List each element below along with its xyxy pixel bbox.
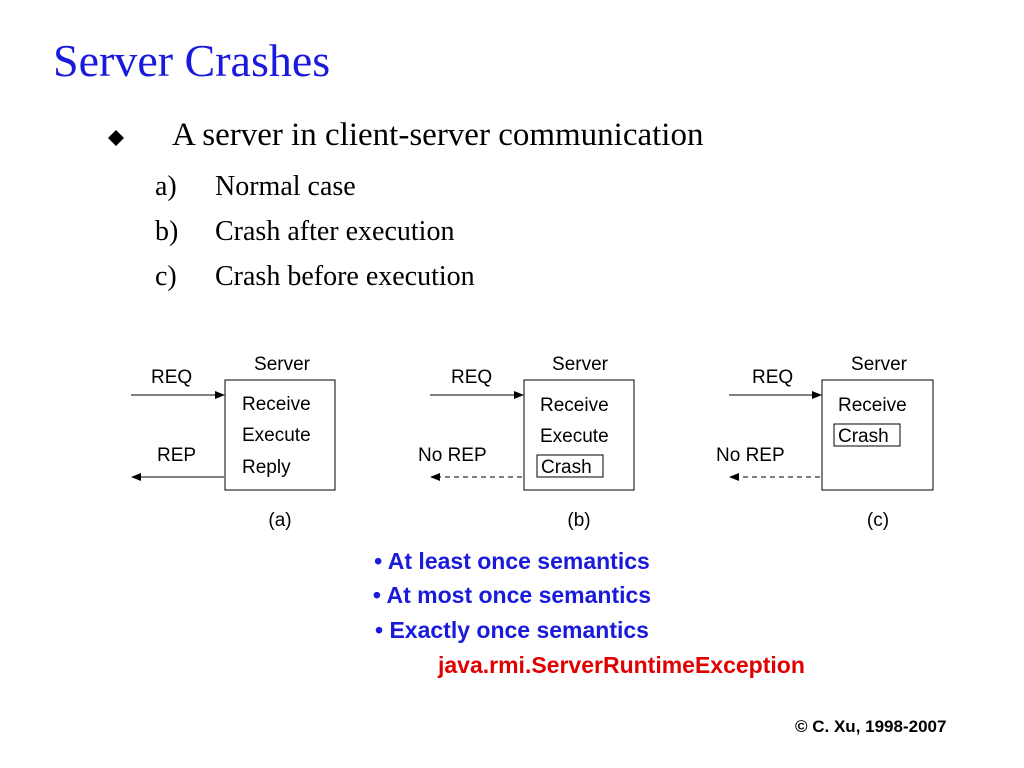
request-label: REQ	[151, 367, 192, 388]
server-label: Server	[254, 354, 311, 375]
diagram-panel-b: Server REQ Receive Execute Crash No REP …	[418, 354, 635, 531]
server-step: Execute	[540, 426, 609, 447]
sub-item-label: b)	[155, 216, 179, 247]
server-step: Receive	[540, 395, 609, 416]
diagram-panel-a: Server REQ Receive Execute Reply REP (a)	[131, 354, 336, 531]
server-box	[821, 379, 934, 491]
semantics-item: • Exactly once semantics	[375, 617, 649, 643]
panel-caption: (b)	[567, 510, 590, 531]
crash-box	[833, 423, 901, 447]
panel-caption: (a)	[268, 510, 291, 531]
panel-caption: (c)	[867, 510, 889, 531]
copyright-notice: © C. Xu, 1998-2007	[795, 717, 947, 736]
reply-label: No REP	[418, 445, 487, 466]
crash-label: Crash	[541, 457, 592, 478]
server-box	[523, 379, 635, 491]
server-step: Receive	[838, 395, 907, 416]
crash-box	[536, 454, 604, 478]
diamond-bullet-icon	[108, 130, 124, 146]
reply-label: REP	[157, 445, 196, 466]
crash-label: Crash	[838, 426, 889, 447]
sub-item-text: Crash before execution	[215, 261, 475, 292]
server-box	[224, 379, 336, 491]
sub-item-label: c)	[155, 261, 177, 292]
reply-label: No REP	[716, 445, 785, 466]
sub-item-label: a)	[155, 171, 177, 202]
semantics-text: At most once semantics	[386, 582, 652, 608]
server-step: Execute	[242, 425, 311, 446]
slide-title: Server Crashes	[53, 35, 331, 86]
request-label: REQ	[752, 367, 793, 388]
server-crash-diagram: Server REQ Receive Execute Reply REP (a)…	[131, 354, 934, 531]
request-label: REQ	[451, 367, 492, 388]
semantics-text: Exactly once semantics	[389, 617, 649, 643]
sub-item-crash-after: b) Crash after execution	[155, 216, 454, 248]
server-label: Server	[851, 354, 908, 375]
sub-item-text: Crash after execution	[215, 216, 455, 247]
semantics-text: At least once semantics	[387, 548, 650, 574]
sub-item-text: Normal case	[215, 171, 356, 202]
semantics-item: • At most once semantics	[372, 582, 652, 608]
semantics-item: • At least once semantics	[374, 548, 650, 574]
exception-name: java.rmi.ServerRuntimeException	[438, 652, 805, 678]
main-bullet-text: A server in client-server communication	[172, 117, 704, 153]
server-step: Receive	[242, 394, 311, 415]
sub-item-crash-before: c) Crash before execution	[155, 261, 475, 293]
diagram-panel-c: Server REQ Receive Crash No REP (c)	[716, 354, 934, 531]
server-label: Server	[552, 354, 609, 375]
server-step: Reply	[242, 457, 291, 478]
sub-item-normal-case: a) Normal case	[155, 171, 356, 203]
